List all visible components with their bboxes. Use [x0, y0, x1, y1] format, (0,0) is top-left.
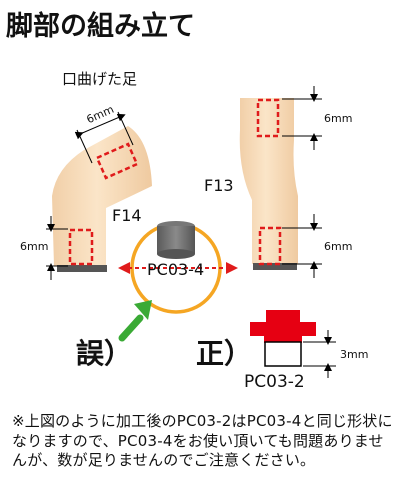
bent-leg-label: F14 [112, 206, 142, 225]
straight-leg-bottom-dim: 6mm [324, 240, 353, 253]
straight-leg-label: F13 [204, 176, 234, 195]
connection-arrow [118, 262, 238, 274]
correct-part-dim: 3mm [340, 348, 369, 361]
bent-leg-top-slot [95, 142, 139, 180]
connector-pc03-4 [157, 221, 195, 259]
footnote: ※上図のように加工後のPC03-2はPC03-4と同じ形状になりますので、PC0… [12, 412, 393, 469]
pointer-arrow [118, 300, 152, 342]
bent-leg-heading: 口曲げた足 [62, 70, 138, 88]
red-cap-top [266, 310, 300, 322]
bent-leg-body [52, 126, 152, 266]
red-cap-base [264, 336, 302, 343]
wrong-label: 誤） [76, 337, 133, 370]
red-cap-flange [250, 322, 316, 336]
bent-leg-bottom-slot [68, 228, 94, 266]
straight-leg-top-slot [256, 98, 280, 138]
correct-part-label: PC03-2 [244, 372, 305, 392]
correct-label: 正） [196, 337, 253, 370]
correct-part-pc03-2 [250, 310, 336, 378]
bent-leg-foot [57, 265, 107, 272]
straight-leg-top-dim: 6mm [324, 112, 353, 125]
straight-leg-body [239, 98, 298, 264]
connector-label: PC03-4 [147, 260, 205, 279]
page-title: 脚部の組み立て [6, 11, 195, 42]
straight-leg-foot [253, 263, 297, 270]
bent-leg-f14 [46, 111, 152, 280]
straight-leg-f13 [239, 86, 322, 278]
socket-body [264, 341, 302, 367]
straight-leg-bottom-slot [258, 226, 282, 266]
bent-leg-bottom-dim: 6mm [20, 240, 49, 253]
